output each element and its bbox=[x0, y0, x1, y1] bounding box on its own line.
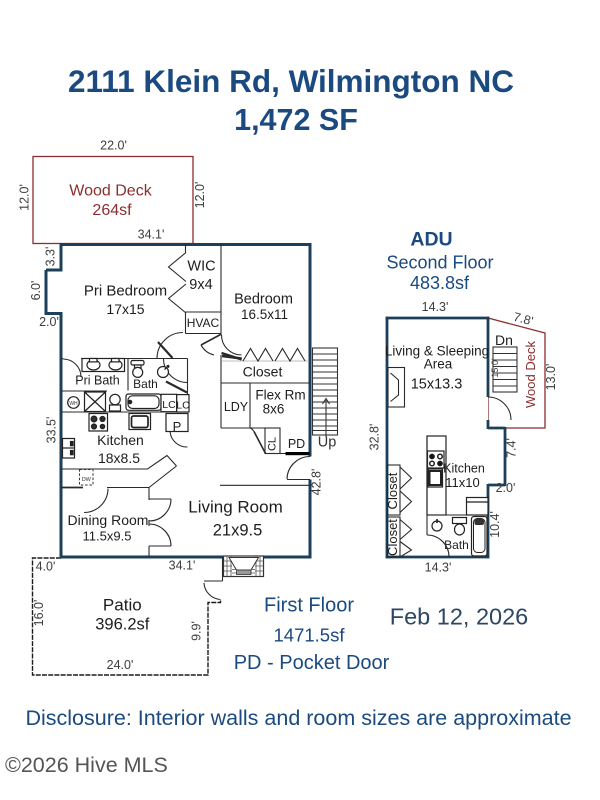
svg-text:18x8.5: 18x8.5 bbox=[98, 450, 140, 466]
svg-text:Closet: Closet bbox=[385, 519, 400, 556]
svg-text:Kitchen: Kitchen bbox=[97, 432, 144, 448]
svg-text:2111 Klein Rd, Wilmington NC: 2111 Klein Rd, Wilmington NC bbox=[68, 63, 514, 99]
svg-text:9.9': 9.9' bbox=[190, 621, 204, 641]
svg-text:6.0': 6.0' bbox=[29, 281, 43, 301]
svg-text:Pri Bath: Pri Bath bbox=[75, 374, 120, 388]
svg-text:PD: PD bbox=[288, 437, 305, 451]
svg-text:33.5': 33.5' bbox=[45, 417, 59, 444]
svg-text:2.0': 2.0' bbox=[496, 481, 516, 495]
svg-text:396.2sf: 396.2sf bbox=[95, 616, 150, 634]
svg-text:22.0': 22.0' bbox=[100, 139, 127, 153]
svg-text:Wood Deck: Wood Deck bbox=[523, 341, 538, 408]
svg-text:15.0': 15.0' bbox=[490, 358, 500, 378]
svg-text:34.1': 34.1' bbox=[138, 228, 165, 242]
svg-text:1471.5sf: 1471.5sf bbox=[274, 625, 346, 646]
svg-text:14.3': 14.3' bbox=[422, 300, 449, 314]
svg-text:13.0': 13.0' bbox=[544, 364, 558, 391]
svg-text:1,472 SF: 1,472 SF bbox=[234, 103, 358, 137]
svg-text:PD - Pocket Door: PD - Pocket Door bbox=[234, 652, 390, 674]
svg-text:15x13.3: 15x13.3 bbox=[411, 377, 463, 393]
svg-text:4.0': 4.0' bbox=[36, 560, 56, 574]
svg-text:483.8sf: 483.8sf bbox=[410, 273, 470, 293]
svg-text:9x4: 9x4 bbox=[189, 277, 212, 293]
svg-text:Up: Up bbox=[318, 435, 337, 451]
svg-text:Second Floor: Second Floor bbox=[386, 253, 493, 273]
svg-text:Disclosure: Interior walls and: Disclosure: Interior walls and room size… bbox=[25, 706, 571, 730]
svg-text:LC: LC bbox=[162, 399, 176, 411]
svg-text:Feb 12, 2026: Feb 12, 2026 bbox=[390, 604, 529, 630]
svg-text:First Floor: First Floor bbox=[264, 595, 354, 617]
svg-text:264sf: 264sf bbox=[92, 202, 132, 219]
svg-text:ADU: ADU bbox=[410, 229, 452, 251]
svg-text:32.8': 32.8' bbox=[368, 424, 382, 451]
svg-text:Patio: Patio bbox=[103, 596, 142, 615]
svg-text:11.5x9.5: 11.5x9.5 bbox=[83, 529, 132, 544]
svg-text:7.4': 7.4' bbox=[505, 438, 519, 458]
svg-text:12.0': 12.0' bbox=[193, 182, 207, 209]
svg-text:21x9.5: 21x9.5 bbox=[213, 522, 263, 540]
svg-text:DW: DW bbox=[82, 477, 92, 483]
svg-text:LDY: LDY bbox=[224, 400, 249, 414]
svg-text:8x6: 8x6 bbox=[263, 402, 285, 417]
svg-text:2.0': 2.0' bbox=[39, 315, 59, 329]
svg-text:12.0': 12.0' bbox=[18, 184, 32, 211]
svg-text:LC: LC bbox=[176, 400, 190, 412]
svg-text:Dining Room: Dining Room bbox=[68, 512, 149, 528]
svg-text:WIC: WIC bbox=[187, 259, 215, 275]
svg-text:16.5x11: 16.5x11 bbox=[241, 307, 288, 322]
svg-text:WH: WH bbox=[69, 401, 78, 407]
svg-text:Closet: Closet bbox=[243, 364, 283, 380]
svg-text:P: P bbox=[173, 419, 182, 434]
svg-text:©2026 Hive MLS: ©2026 Hive MLS bbox=[5, 753, 168, 777]
svg-text:7.8': 7.8' bbox=[512, 310, 535, 329]
svg-text:Flex Rm: Flex Rm bbox=[255, 388, 305, 403]
svg-text:CL: CL bbox=[267, 437, 279, 451]
svg-text:10.4': 10.4' bbox=[488, 511, 502, 538]
svg-text:Living & Sleeping: Living & Sleeping bbox=[385, 344, 489, 359]
svg-text:24.0': 24.0' bbox=[107, 658, 134, 672]
svg-text:Closet: Closet bbox=[385, 472, 400, 509]
svg-text:Wood Deck: Wood Deck bbox=[69, 183, 152, 200]
svg-text:HVAC: HVAC bbox=[187, 316, 220, 330]
svg-text:42.8': 42.8' bbox=[310, 469, 324, 496]
svg-text:Bedroom: Bedroom bbox=[234, 292, 293, 308]
svg-text:Pri Bedroom: Pri Bedroom bbox=[84, 283, 167, 300]
svg-text:Dn: Dn bbox=[495, 332, 513, 348]
svg-text:Area: Area bbox=[424, 357, 453, 372]
svg-text:3.3': 3.3' bbox=[44, 247, 58, 267]
svg-text:14.3': 14.3' bbox=[425, 561, 452, 575]
svg-text:11x10: 11x10 bbox=[445, 475, 479, 490]
svg-text:17x15: 17x15 bbox=[106, 301, 144, 317]
svg-text:Living Room: Living Room bbox=[188, 498, 283, 517]
svg-text:16.0': 16.0' bbox=[32, 600, 46, 627]
svg-text:Kitchen: Kitchen bbox=[443, 462, 485, 476]
svg-text:34.1': 34.1' bbox=[169, 559, 196, 573]
svg-text:Bath: Bath bbox=[133, 377, 158, 391]
svg-text:Bath: Bath bbox=[444, 538, 469, 552]
